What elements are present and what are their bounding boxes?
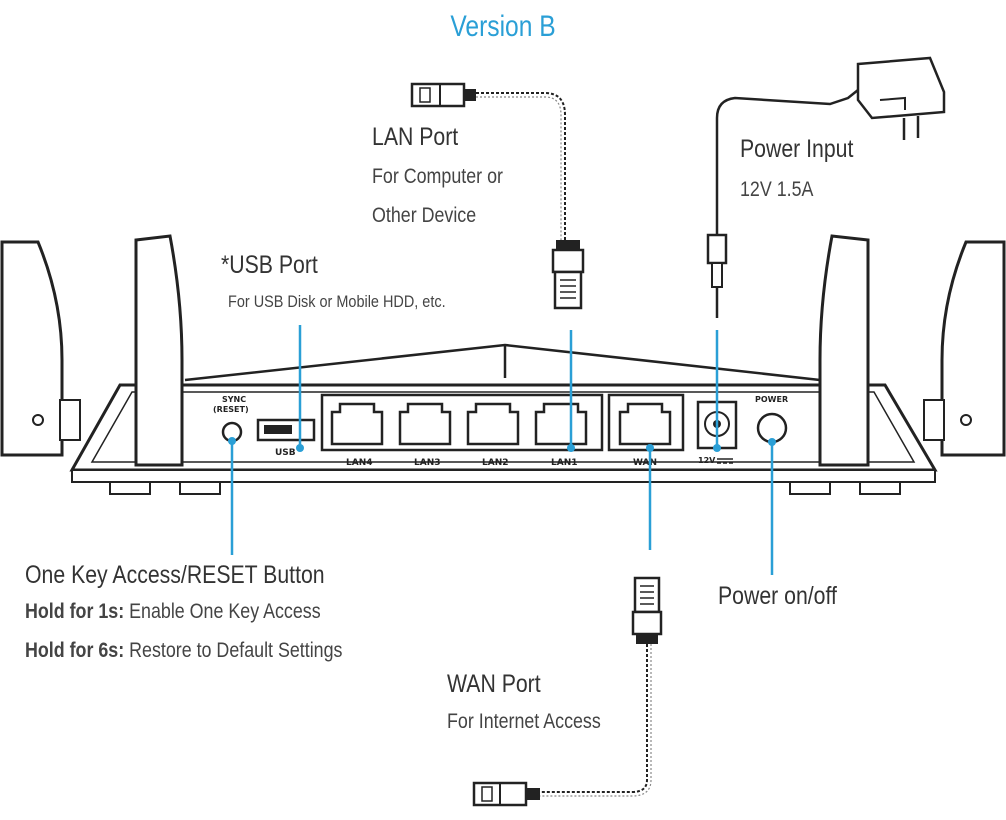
antenna-right-outer — [923, 240, 1006, 457]
reset-hold-6s: Hold for 6s: Restore to Default Settings — [25, 640, 342, 661]
panel-label-reset: (RESET) — [213, 405, 249, 414]
panel-label-power: POWER — [755, 395, 788, 404]
diagram-title: Version B — [450, 10, 556, 43]
panel-label-usb: USB — [275, 448, 296, 458]
wan-port-desc: For Internet Access — [447, 710, 601, 733]
panel-label-lan4: LAN4 — [346, 458, 373, 468]
reset-hold-6s-text: Restore to Default Settings — [124, 639, 343, 662]
panel-label-lan3: LAN3 — [414, 458, 441, 468]
panel-label-12v: 12V — [698, 456, 716, 465]
reset-hold-6s-bold: Hold for 6s: — [25, 639, 125, 662]
lan-cable — [410, 82, 585, 310]
panel-label-wan: WAN — [633, 458, 657, 468]
reset-hold-1s-bold: Hold for 1s: — [25, 600, 125, 623]
dc-symbol-icon — [717, 458, 733, 464]
power-button-callout-dot — [768, 438, 776, 446]
panel-label-sync: SYNC — [222, 395, 246, 404]
reset-button-title: One Key Access/RESET Button — [25, 561, 325, 589]
antenna-left-outer — [0, 240, 81, 457]
lan-port-desc-line1: For Computer or — [372, 165, 503, 188]
wan-port-title: WAN Port — [447, 670, 541, 698]
power-input-title: Power Input — [740, 135, 854, 163]
wan-port-group — [607, 393, 685, 452]
usb-port-title: *USB Port — [221, 251, 318, 279]
callout-lines — [228, 325, 776, 575]
lan-port-title: LAN Port — [372, 123, 459, 151]
antenna-right-inner — [818, 234, 870, 467]
usb-callout-dot — [296, 444, 304, 452]
router-body — [69, 343, 938, 495]
lan-port-group — [320, 393, 604, 452]
lan-port-desc-line2: Other Device — [372, 204, 477, 227]
power-input-spec: 12V 1.5A — [740, 178, 814, 201]
antenna-left-inner — [134, 234, 184, 467]
lan-callout-dot — [567, 444, 575, 452]
panel-label-lan2: LAN2 — [482, 458, 509, 468]
reset-hold-1s-text: Enable One Key Access — [124, 600, 321, 623]
reset-hold-1s: Hold for 1s: Enable One Key Access — [25, 601, 321, 622]
wan-cable — [472, 576, 663, 807]
power-adapter — [706, 56, 946, 318]
power-input-callout-dot — [713, 444, 721, 452]
usb-port-desc: For USB Disk or Mobile HDD, etc. — [228, 292, 446, 311]
power-button-title: Power on/off — [718, 582, 837, 610]
usb-port — [256, 418, 316, 442]
reset-callout-dot — [228, 437, 236, 445]
wan-callout-dot — [646, 444, 654, 452]
panel-label-lan1: LAN1 — [551, 458, 578, 468]
power-button — [756, 412, 788, 444]
